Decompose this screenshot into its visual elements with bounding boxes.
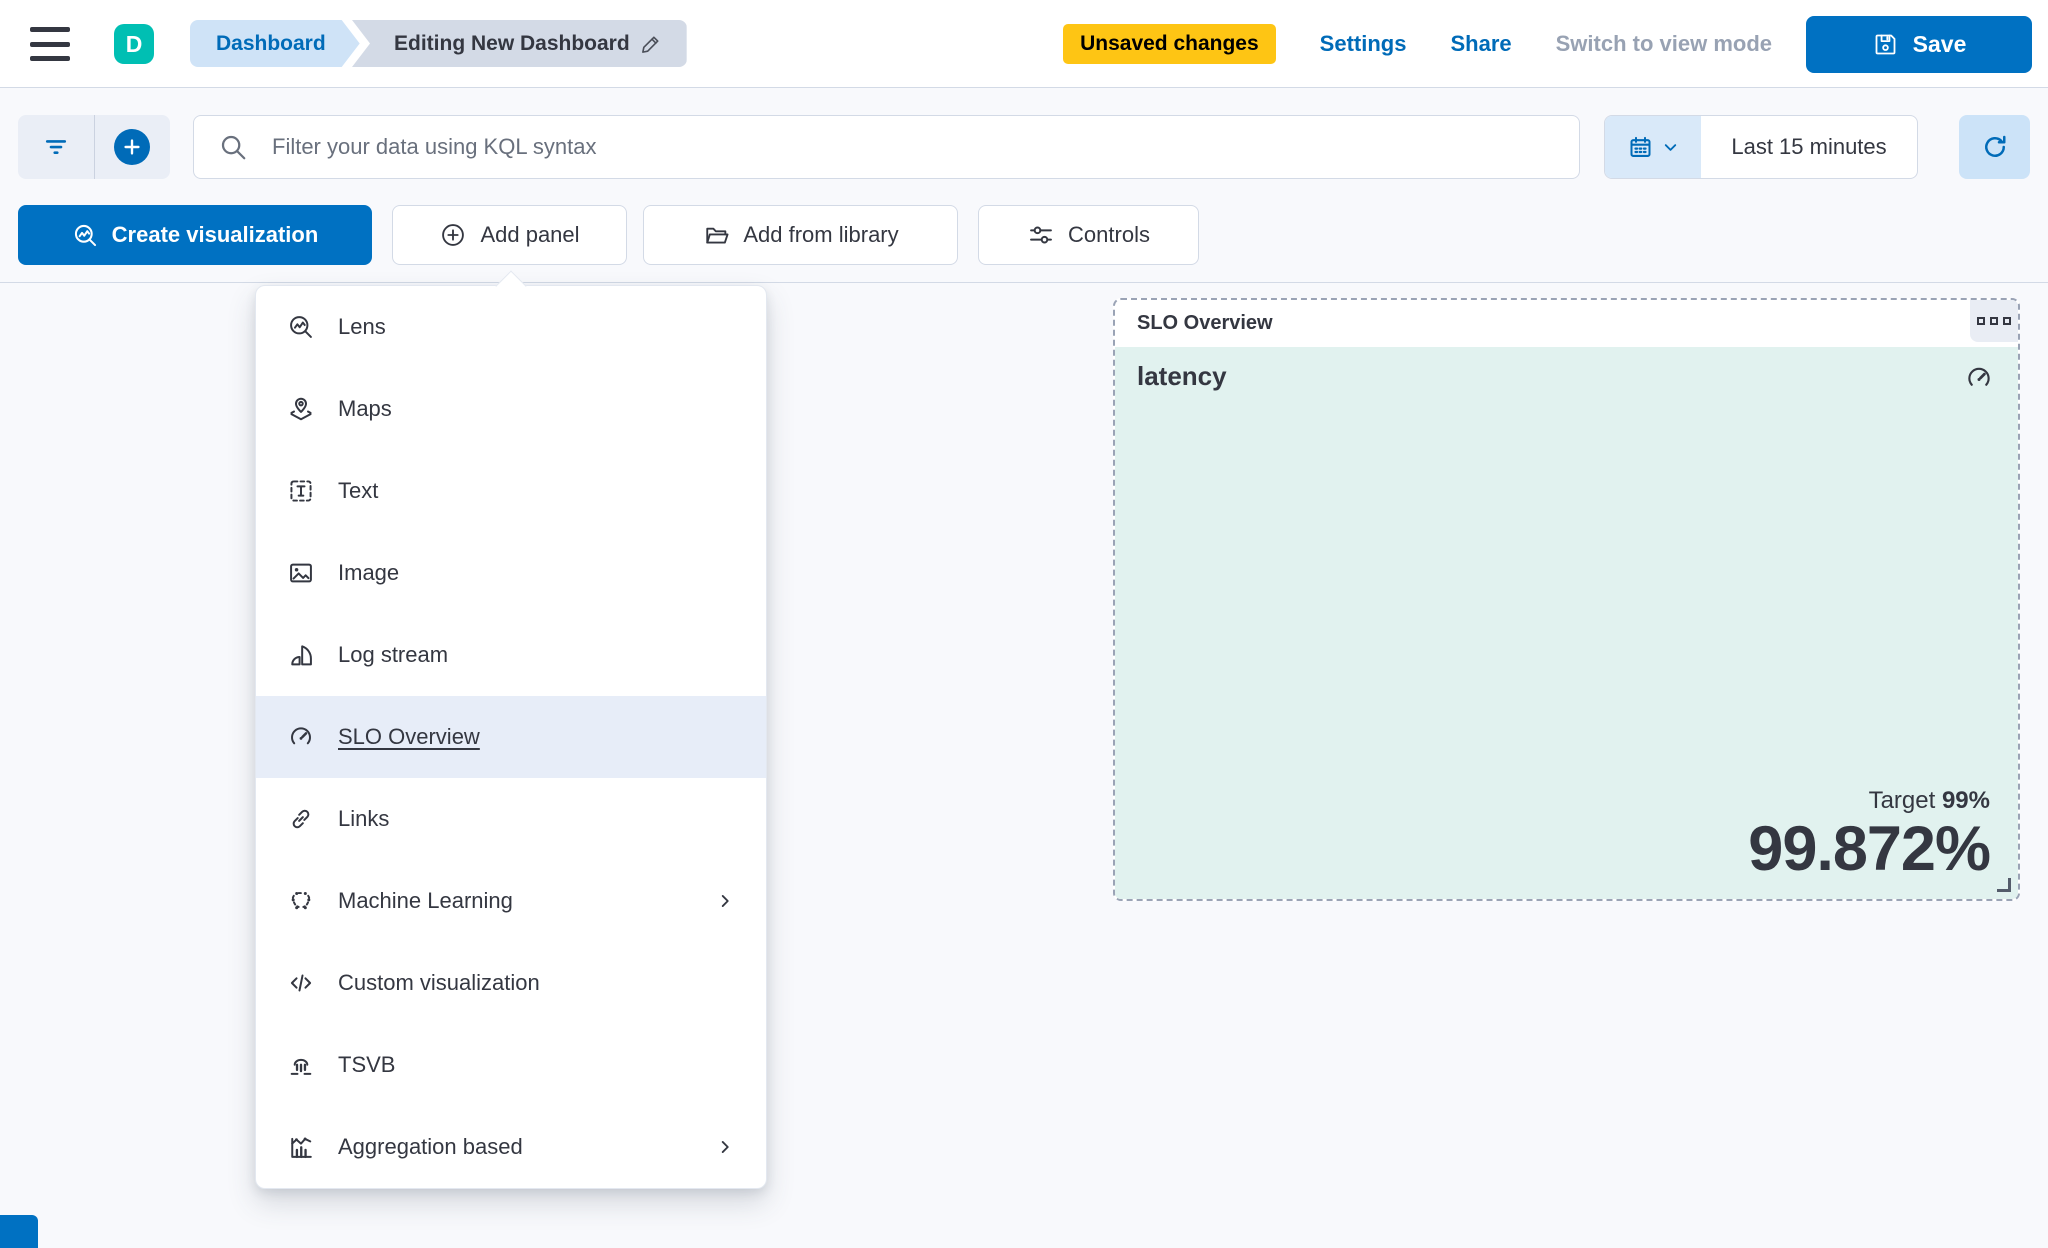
time-range-value[interactable]: Last 15 minutes bbox=[1731, 134, 1887, 159]
slo-value: 99.872% bbox=[1748, 813, 1991, 884]
panel-title: SLO Overview bbox=[1137, 312, 1273, 334]
panel-resize-handle[interactable] bbox=[1997, 878, 2011, 892]
toolbar-divider bbox=[0, 282, 2048, 283]
menu-item-log-stream[interactable]: Log stream bbox=[256, 614, 766, 696]
bottom-left-blue-fragment bbox=[0, 1215, 38, 1248]
panel-body: latency Target 99% 99.872% bbox=[1115, 347, 2018, 899]
breadcrumb-dashboard[interactable]: Dashboard bbox=[190, 20, 360, 67]
sliders-icon bbox=[1027, 221, 1055, 249]
panel-header: SLO Overview bbox=[1115, 300, 2018, 347]
menu-item-label: Maps bbox=[338, 396, 392, 421]
refresh-button[interactable] bbox=[1959, 115, 2030, 179]
create-visualization-label: Create visualization bbox=[111, 222, 319, 247]
menu-item-label: Aggregation based bbox=[338, 1134, 523, 1159]
machine-learning-icon bbox=[286, 886, 316, 916]
tsvb-icon bbox=[286, 1050, 316, 1080]
unsaved-changes-badge: Unsaved changes bbox=[1063, 24, 1276, 64]
lens-icon bbox=[286, 312, 316, 342]
share-link[interactable]: Share bbox=[1450, 31, 1512, 56]
menu-item-label: Text bbox=[338, 478, 379, 503]
search-icon bbox=[218, 132, 248, 162]
breadcrumb-label: Editing New Dashboard bbox=[394, 32, 630, 55]
menu-hamburger-icon[interactable] bbox=[30, 27, 70, 61]
menu-item-label: Machine Learning bbox=[338, 888, 513, 913]
header-bar: D Dashboard Editing New Dashboard Unsave… bbox=[0, 0, 2048, 88]
calendar-dropdown-button[interactable] bbox=[1605, 116, 1701, 178]
panel-options-icon bbox=[1977, 317, 1985, 325]
menu-item-machine-learning[interactable]: Machine Learning bbox=[256, 860, 766, 942]
gauge-icon bbox=[1964, 363, 1994, 393]
plus-circle-icon bbox=[439, 221, 467, 249]
slo-metric-label: latency bbox=[1137, 361, 1227, 391]
plus-circle-filled-icon bbox=[114, 129, 151, 165]
slo-target-label: Target bbox=[1868, 786, 1936, 814]
chevron-right-icon bbox=[714, 890, 736, 912]
slo-overview-panel[interactable]: SLO Overview latency Target 99% 99.872% bbox=[1113, 298, 2020, 901]
menu-item-custom-visualization[interactable]: Custom visualization bbox=[256, 942, 766, 1024]
link-icon bbox=[286, 804, 316, 834]
floppy-disk-icon bbox=[1872, 31, 1899, 58]
gauge-icon bbox=[286, 722, 316, 752]
panel-options-button[interactable] bbox=[1970, 300, 2018, 342]
filter-controls-group bbox=[18, 115, 170, 179]
settings-link[interactable]: Settings bbox=[1319, 31, 1407, 56]
slo-target-value: 99% bbox=[1941, 786, 1990, 814]
text-icon bbox=[286, 476, 316, 506]
refresh-icon bbox=[1980, 132, 2010, 162]
menu-item-label: Image bbox=[338, 560, 400, 585]
log-stream-icon bbox=[286, 640, 316, 670]
switch-view-mode-link[interactable]: Switch to view mode bbox=[1555, 31, 1772, 56]
kql-search-bar bbox=[193, 115, 1580, 179]
add-from-library-label: Add from library bbox=[743, 222, 899, 247]
menu-item-lens[interactable]: Lens bbox=[256, 286, 766, 368]
menu-item-slo-overview[interactable]: SLO Overview bbox=[256, 696, 766, 778]
chevron-right-icon bbox=[714, 1136, 736, 1158]
menu-item-label: Log stream bbox=[338, 642, 449, 667]
code-icon bbox=[286, 968, 316, 998]
add-filter-button[interactable] bbox=[93, 115, 171, 179]
add-from-library-button[interactable]: Add from library bbox=[643, 205, 958, 265]
menu-item-tsvb[interactable]: TSVB bbox=[256, 1024, 766, 1106]
time-range-picker: Last 15 minutes bbox=[1604, 115, 1918, 179]
add-panel-button[interactable]: Add panel bbox=[392, 205, 627, 265]
chevron-down-icon bbox=[1661, 138, 1680, 157]
calendar-icon bbox=[1627, 134, 1654, 161]
maps-icon bbox=[286, 394, 316, 424]
pencil-icon bbox=[640, 32, 663, 55]
filter-toggle-button[interactable] bbox=[18, 115, 94, 179]
header-actions: Unsaved changes Settings Share Switch to… bbox=[1063, 0, 2032, 88]
menu-item-text[interactable]: Text bbox=[256, 450, 766, 532]
folder-icon bbox=[702, 221, 730, 249]
menu-item-links[interactable]: Links bbox=[256, 778, 766, 860]
image-icon bbox=[286, 558, 316, 588]
menu-item-label: SLO Overview bbox=[338, 724, 480, 749]
menu-item-aggregation-based[interactable]: Aggregation based bbox=[256, 1106, 766, 1188]
controls-label: Controls bbox=[1068, 222, 1150, 247]
menu-item-label: Links bbox=[338, 806, 390, 831]
slo-values: Target 99% 99.872% bbox=[1748, 786, 1991, 884]
app-logo[interactable]: D bbox=[114, 24, 154, 64]
menu-item-label: Lens bbox=[338, 314, 386, 339]
save-button[interactable]: Save bbox=[1806, 15, 2032, 73]
save-button-label: Save bbox=[1912, 30, 1967, 57]
menu-item-label: Custom visualization bbox=[338, 970, 540, 995]
add-panel-label: Add panel bbox=[480, 222, 580, 247]
controls-button[interactable]: Controls bbox=[978, 205, 1199, 265]
kql-search-input[interactable] bbox=[272, 134, 1555, 160]
filter-icon bbox=[41, 132, 71, 162]
menu-item-image[interactable]: Image bbox=[256, 532, 766, 614]
breadcrumb-editing-dashboard[interactable]: Editing New Dashboard bbox=[352, 20, 687, 67]
menu-item-maps[interactable]: Maps bbox=[256, 368, 766, 450]
lens-icon bbox=[72, 222, 99, 249]
menu-item-label: TSVB bbox=[338, 1052, 396, 1077]
aggregation-icon bbox=[286, 1132, 316, 1162]
create-visualization-button[interactable]: Create visualization bbox=[18, 205, 372, 265]
